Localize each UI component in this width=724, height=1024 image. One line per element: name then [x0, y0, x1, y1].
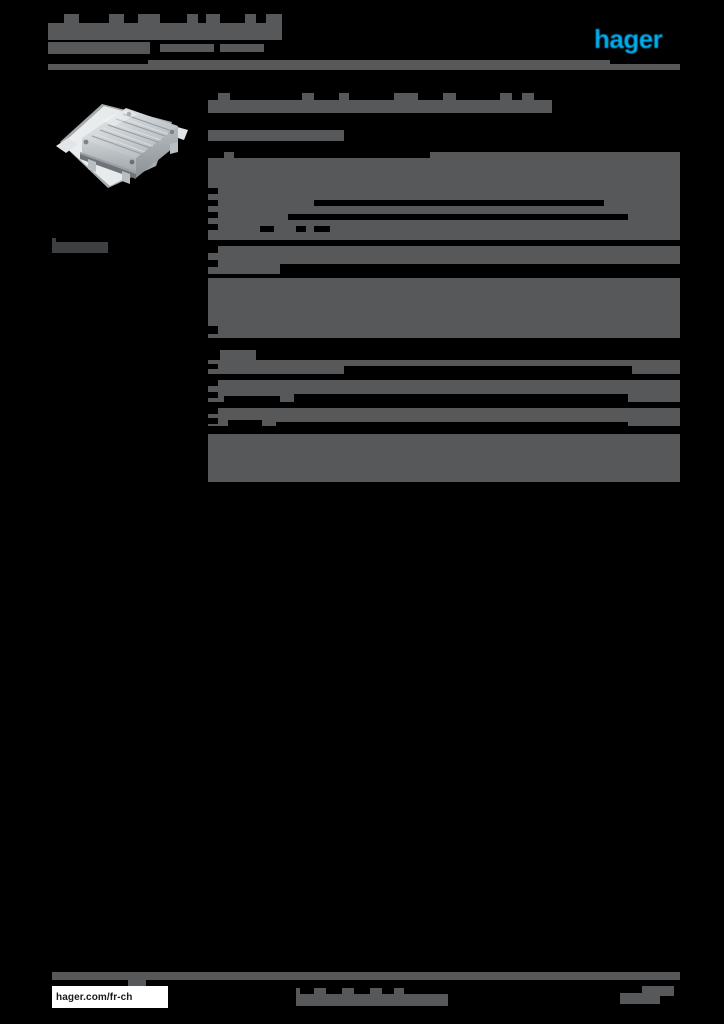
table-row [208, 380, 680, 404]
cell-text-gap [224, 396, 280, 404]
cell-text-gap [208, 246, 218, 253]
cell-text-gap [260, 226, 274, 232]
cell-text-gap [208, 152, 224, 158]
specification-table [208, 152, 680, 482]
cell-text-gap [208, 212, 218, 218]
table-row [208, 408, 680, 430]
table-row [208, 246, 680, 274]
title-glyph-gap [124, 14, 138, 23]
divider-notch [610, 60, 680, 64]
table-row-gap [208, 426, 680, 434]
product-photo-graphic [56, 104, 188, 188]
footer-glyph-gap [382, 988, 394, 994]
table-row-gap [208, 338, 680, 350]
footer-glyph-gap [300, 988, 314, 994]
table-row-gap [208, 274, 680, 278]
footer-page-number [620, 986, 674, 1004]
page-subtitle-part [220, 44, 264, 52]
title-glyph-gap [456, 93, 500, 100]
table-row-gap [208, 374, 680, 380]
title-glyph-gap [48, 14, 64, 23]
footer-website-text: hager.com/fr-ch [56, 991, 133, 1003]
title-glyph-gap [220, 14, 245, 23]
hager-logo-text: hager [594, 24, 663, 54]
cell-text-gap [208, 364, 218, 369]
subsection-title [208, 130, 344, 141]
cell-text-gap [314, 226, 330, 232]
reference-label-tick [52, 238, 56, 242]
table-row [208, 434, 680, 482]
footer-divider [48, 972, 680, 980]
footer-center-text [296, 988, 448, 1006]
title-glyph-gap [418, 93, 443, 100]
page-header: hager [0, 0, 724, 76]
title-glyph-gap [534, 93, 552, 100]
footer-glyph-gap [660, 996, 674, 1004]
cell-text-gap [228, 420, 262, 428]
hager-logo: hager [594, 24, 680, 54]
page-title [48, 14, 282, 40]
table-row-gap [208, 402, 680, 408]
page-footer: hager.com/fr-ch [0, 962, 724, 1024]
cell-text-gap [296, 226, 306, 232]
table-row-gap [208, 240, 680, 246]
title-glyph-gap [79, 14, 109, 23]
title-glyph-gap [349, 93, 394, 100]
title-glyph-gap [208, 93, 218, 100]
cell-text-gap [208, 418, 218, 424]
header-divider [48, 60, 680, 70]
divider-notch [48, 60, 148, 64]
footer-center-descender [128, 976, 146, 986]
product-photo [52, 86, 202, 202]
table-row [208, 152, 680, 240]
table-row [208, 350, 680, 374]
cell-text-gap [256, 350, 680, 360]
page-subtitle-part [160, 44, 214, 52]
footer-website-link[interactable]: hager.com/fr-ch [52, 986, 168, 1008]
cell-text-gap [294, 394, 628, 402]
cell-text-gap [208, 260, 218, 267]
cell-text-gap [314, 200, 604, 206]
table-row [208, 278, 680, 338]
cell-text-gap [280, 264, 680, 274]
cell-text-gap [208, 350, 220, 360]
cell-text-gap [208, 188, 218, 194]
cell-text-gap [208, 380, 218, 386]
title-glyph-gap [160, 14, 187, 23]
cell-text-gap [288, 214, 628, 220]
cell-text-gap [208, 326, 218, 334]
footer-glyph-gap [620, 986, 642, 993]
title-glyph-gap [198, 14, 206, 23]
cell-text-gap [208, 408, 218, 414]
cell-text-gap [208, 392, 218, 398]
footer-glyph-gap [354, 988, 370, 994]
section-title [208, 93, 552, 113]
cell-text-gap [344, 366, 632, 374]
title-glyph-gap [314, 93, 339, 100]
title-glyph-gap [256, 14, 266, 23]
cell-text-gap [234, 152, 430, 158]
footer-glyph-gap [404, 988, 448, 994]
divider-notch [48, 972, 52, 980]
cell-text-gap [208, 200, 218, 206]
reference-label [52, 242, 108, 253]
page-subtitle [48, 42, 150, 54]
cell-text-gap [208, 224, 218, 230]
page-title-block [48, 14, 348, 60]
title-glyph-gap [512, 93, 522, 100]
title-glyph-gap [230, 93, 302, 100]
footer-glyph-gap [326, 988, 342, 994]
